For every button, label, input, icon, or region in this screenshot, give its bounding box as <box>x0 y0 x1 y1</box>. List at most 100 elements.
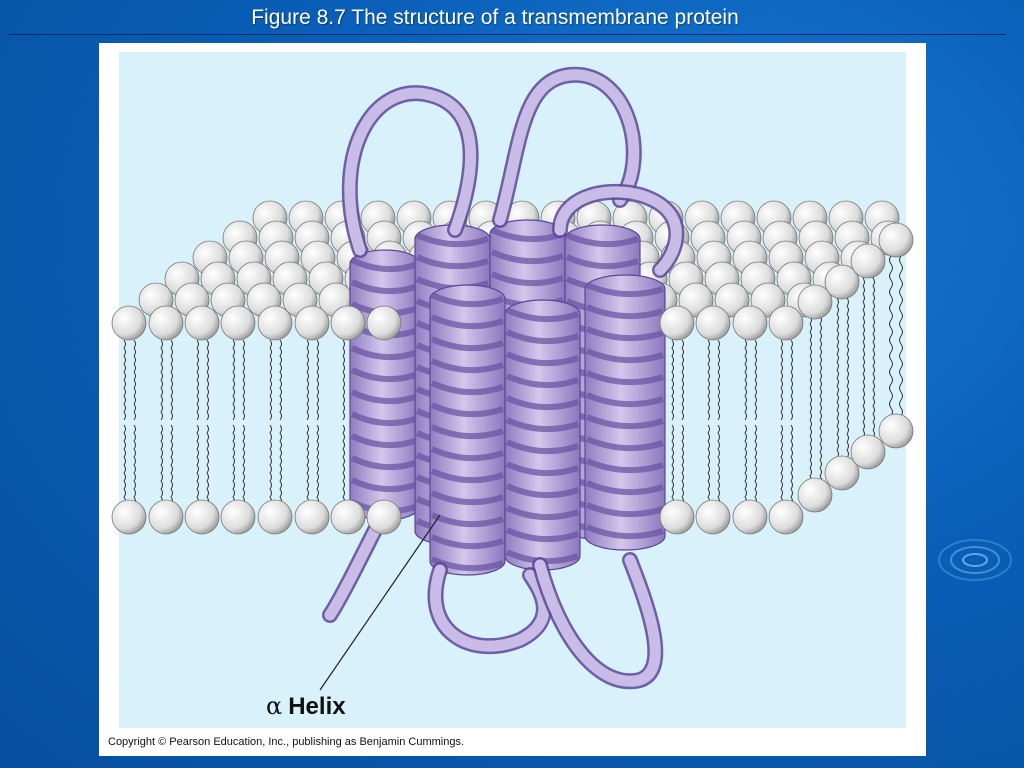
helix-turn <box>350 345 420 361</box>
helix-turn <box>505 351 579 367</box>
lipid-tail <box>872 261 875 447</box>
lipid-tail <box>123 424 126 506</box>
lipid-head-front-bottom <box>695 499 731 535</box>
helix-turn <box>490 249 564 265</box>
helix-turn <box>430 424 504 440</box>
helix-turn <box>585 304 664 320</box>
lipid-head-front-bottom <box>330 499 366 535</box>
lipid-head-front-top <box>111 305 147 341</box>
lipid-tail <box>242 339 245 421</box>
helix-loop-highlight <box>344 87 477 256</box>
helix-turn <box>430 446 504 462</box>
lipid-head-front-bottom <box>148 499 184 535</box>
helix-turn <box>505 505 579 521</box>
helix-turn <box>585 282 664 298</box>
lipid-head-edge <box>850 243 886 279</box>
alpha-helix <box>584 274 666 551</box>
helix-turn <box>430 490 504 506</box>
lipid-tail <box>819 299 822 485</box>
lipid-head-edge <box>797 477 833 513</box>
lipid-head-edge <box>824 455 860 491</box>
lipid-tail <box>232 339 235 421</box>
helix-turn <box>565 254 639 270</box>
lipid-tail <box>342 424 345 506</box>
lipid-tail <box>707 339 710 421</box>
lipid-tail <box>133 339 136 421</box>
helix-turn <box>585 436 664 452</box>
lipid-tail <box>899 239 903 425</box>
helix-turn <box>505 439 579 455</box>
lipid-head-front-top <box>695 305 731 341</box>
helix-turn <box>585 370 664 386</box>
helix-turn <box>585 502 664 518</box>
lipid-head-front-top <box>257 305 293 341</box>
helix-cylinder <box>584 274 666 551</box>
helix-turn <box>350 455 420 471</box>
lipid-head-edge <box>878 413 914 449</box>
alpha-helix <box>504 299 581 571</box>
lipid-tail <box>790 424 793 506</box>
lipid-tail <box>123 339 126 421</box>
lipid-tail <box>206 424 209 506</box>
lipid-head-front-bottom <box>184 499 220 535</box>
alpha-helix-bundle <box>322 66 685 690</box>
lipid-head-edge <box>824 264 860 300</box>
lipid-tail <box>717 339 720 421</box>
title-divider <box>8 34 1006 35</box>
lipid-head-front-top <box>659 305 695 341</box>
lipid-tail <box>269 424 272 506</box>
lipid-head-front-top <box>366 305 402 341</box>
helix-turn <box>585 524 664 540</box>
lipid-tail <box>836 281 839 467</box>
lipid-tail <box>160 339 163 421</box>
lipid-tail <box>279 424 282 506</box>
helix-label-pointer <box>319 514 441 691</box>
helix-turn <box>505 527 579 543</box>
lipid-head-front-top <box>330 305 366 341</box>
lipid-tail <box>681 424 684 506</box>
helix-turn <box>585 480 664 496</box>
lipid-tail <box>133 424 136 506</box>
lipid-tail <box>342 339 345 421</box>
helix-turn <box>585 458 664 474</box>
lipid-tail <box>717 424 720 506</box>
helix-turn <box>505 329 579 345</box>
alpha-helix <box>429 284 506 576</box>
helix-loop-highlight <box>534 554 661 687</box>
lipid-head-front-top <box>220 305 256 341</box>
helix-turn <box>350 389 420 405</box>
helix-turn <box>430 314 504 330</box>
helix-turn <box>505 417 579 433</box>
helix-turn <box>430 292 504 308</box>
lipid-head-front-bottom <box>366 499 402 535</box>
lipid-head-edge <box>850 434 886 470</box>
lipid-tail <box>170 339 173 421</box>
helix-turn <box>585 326 664 342</box>
lipid-tail <box>206 339 209 421</box>
helix-turn <box>350 477 420 493</box>
lipid-tail <box>707 424 710 506</box>
lipid-tail <box>809 299 812 485</box>
lipid-tail <box>196 339 199 421</box>
lipid-head-front-bottom <box>768 499 804 535</box>
lipid-heads-front <box>111 222 914 535</box>
helix-loop-highlight <box>494 69 640 226</box>
helix-label-text: Helix <box>288 693 346 720</box>
helix-turn <box>430 358 504 374</box>
helix-turn <box>585 414 664 430</box>
lipid-tail <box>316 339 319 421</box>
lipid-tail <box>170 424 173 506</box>
helix-turn <box>505 395 579 411</box>
lipid-head-front-bottom <box>220 499 256 535</box>
helix-turn <box>430 336 504 352</box>
helix-turn <box>430 380 504 396</box>
helix-turn <box>350 257 420 273</box>
helix-turn <box>430 534 504 550</box>
helix-turn <box>585 392 664 408</box>
helix-turn <box>350 433 420 449</box>
helix-turn <box>350 367 420 383</box>
lipid-tail <box>889 239 893 425</box>
water-ripple-decoration <box>938 539 1012 581</box>
